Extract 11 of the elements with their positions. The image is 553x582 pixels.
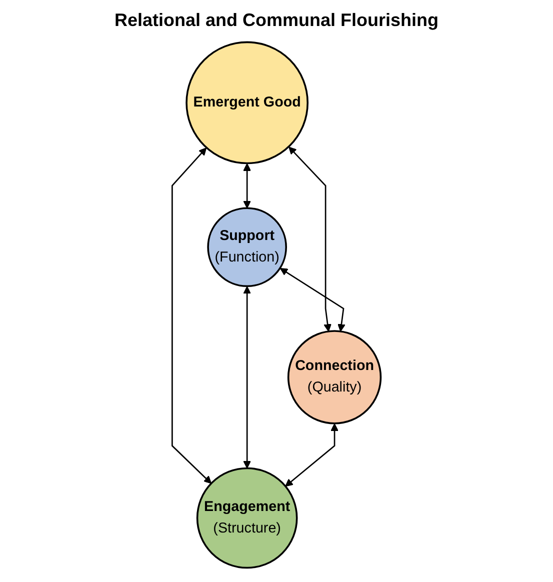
arrow xyxy=(243,163,252,208)
node-circle: Engagement (Structure) xyxy=(196,467,298,569)
node-circle: Connection (Quality) xyxy=(287,330,382,424)
arrow xyxy=(288,146,332,332)
arrow xyxy=(280,268,346,332)
node-circle: Emergent Good xyxy=(186,41,309,164)
node-circle: Support (Function) xyxy=(207,207,288,288)
diagram-title: Relational and Communal Flourishing xyxy=(113,10,440,31)
arrow xyxy=(285,423,339,487)
arrow xyxy=(243,286,252,469)
arrow xyxy=(172,148,212,484)
